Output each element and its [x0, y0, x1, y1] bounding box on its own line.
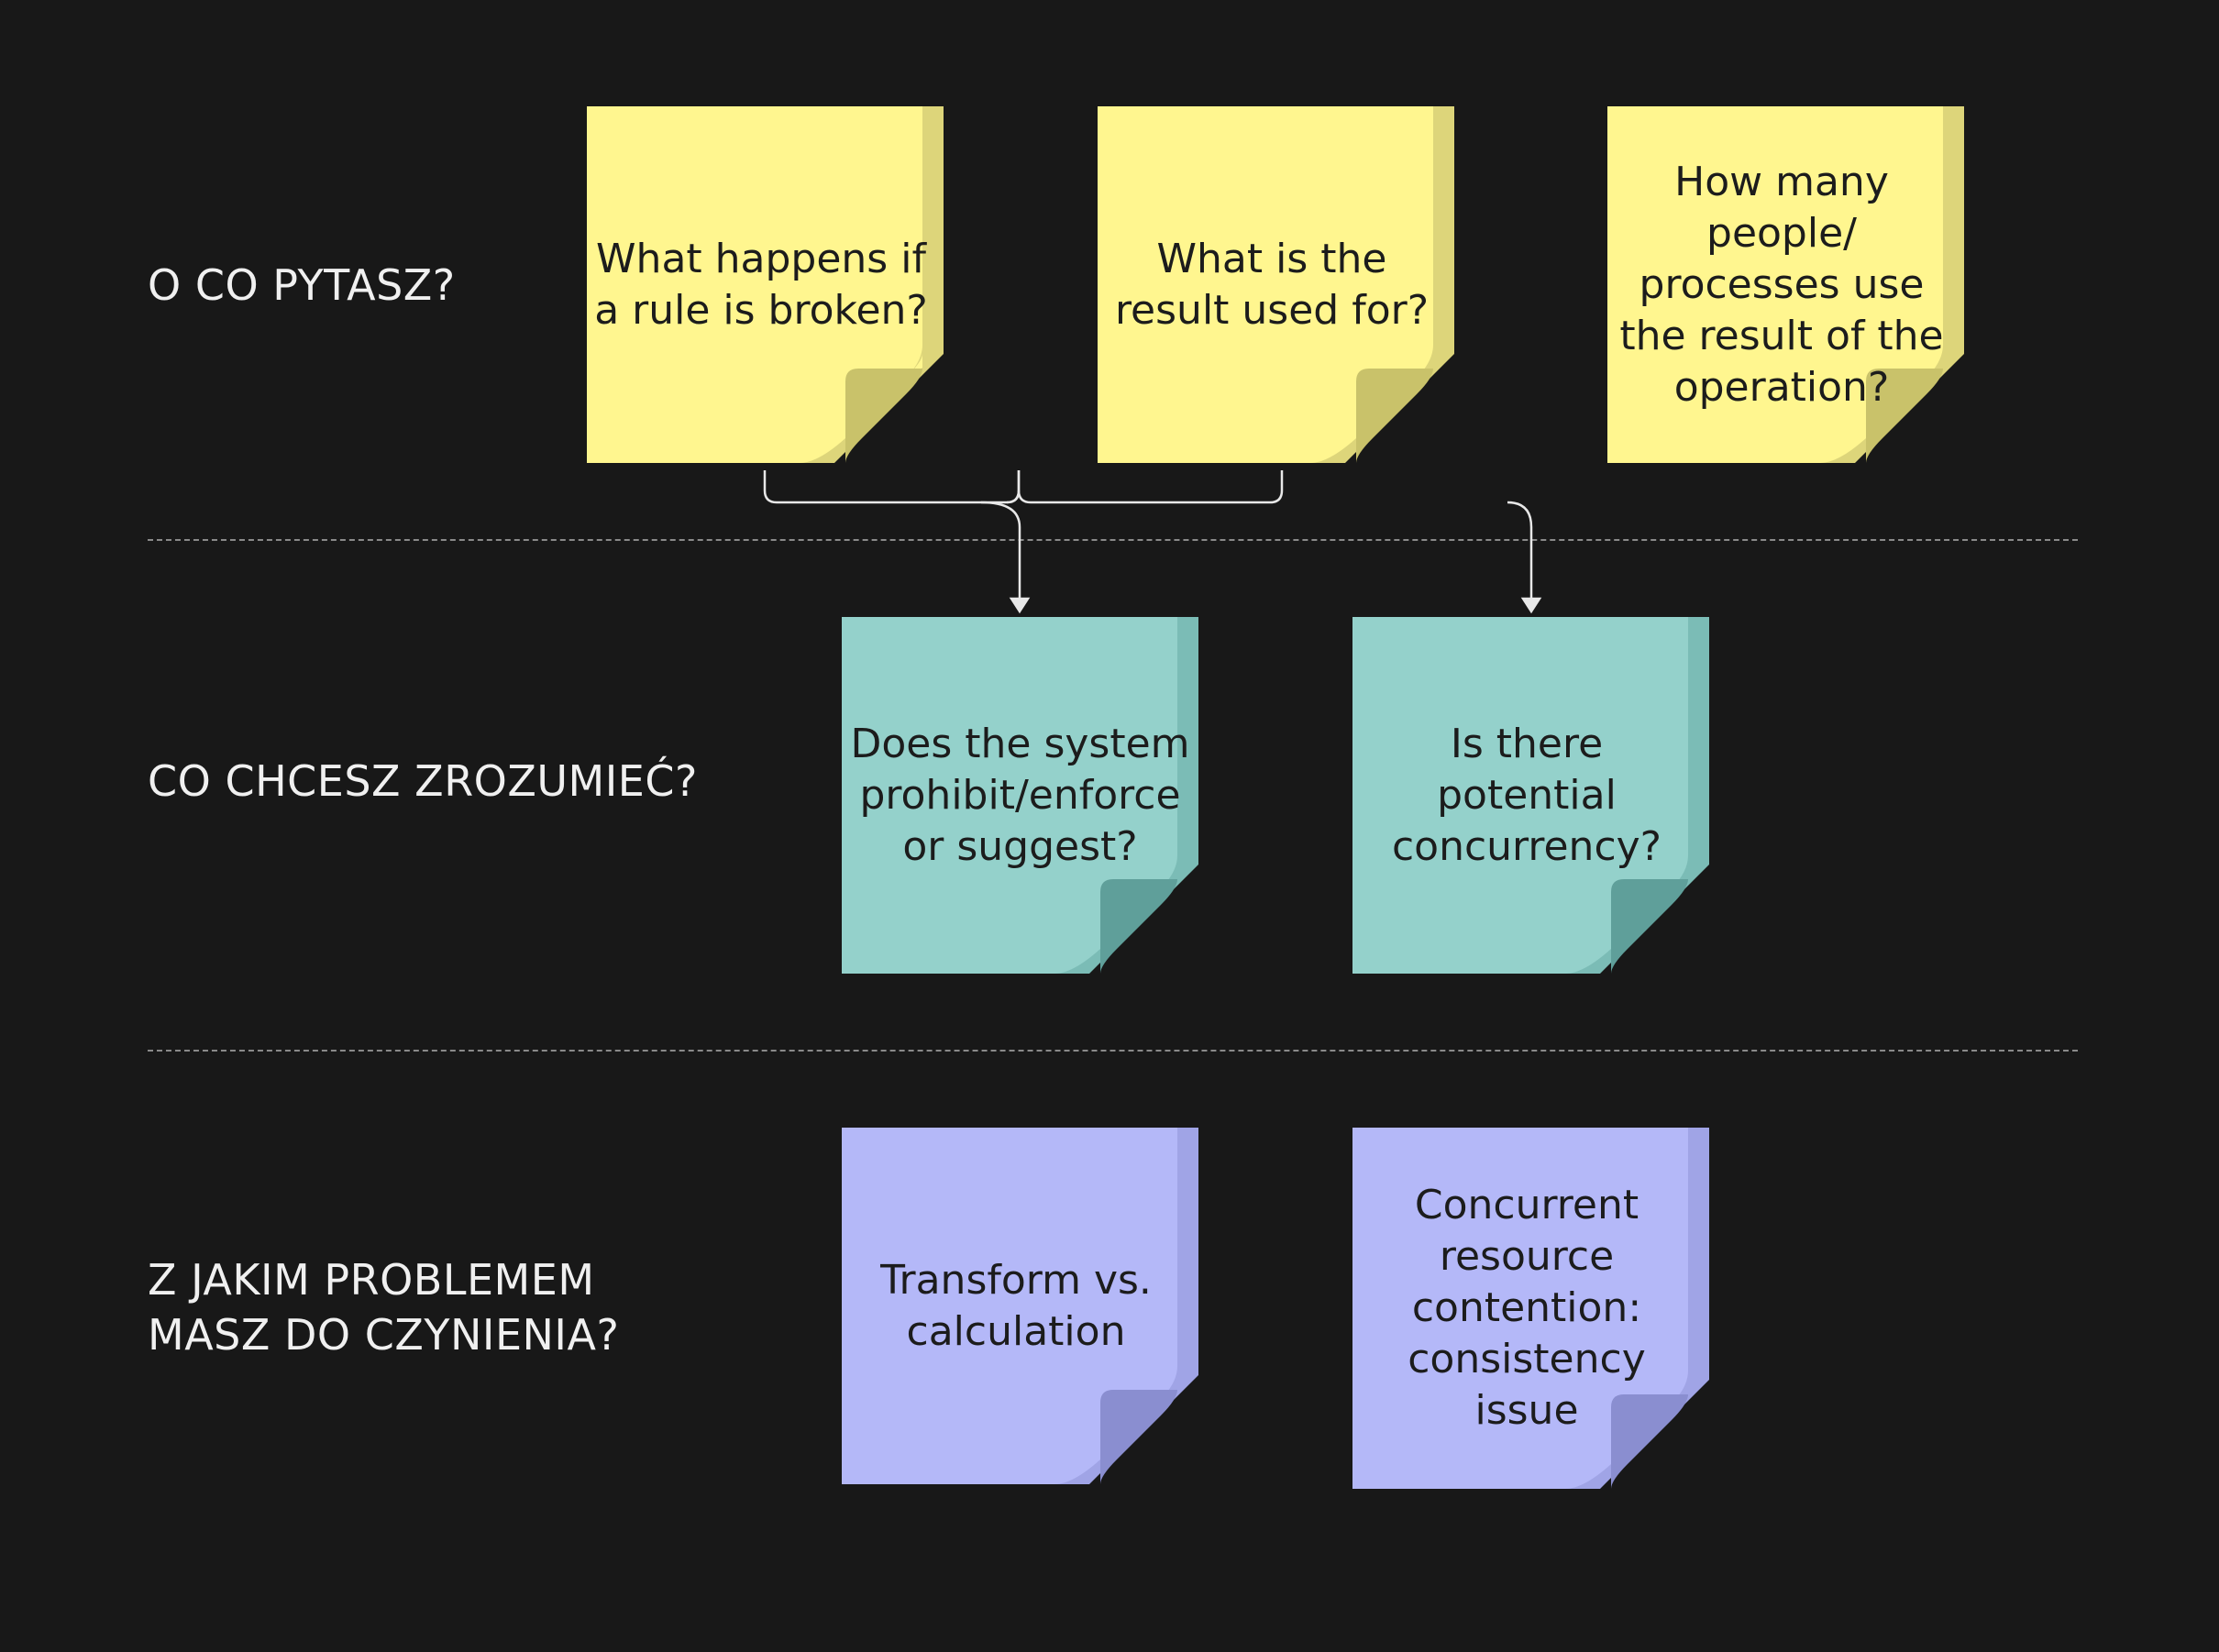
- sticky-note-enforce: Does the system prohibit/enforce or sugg…: [842, 617, 1198, 974]
- bracket-right: [1017, 470, 1284, 504]
- arrow-head-right: [1520, 597, 1542, 614]
- bracket-left: [763, 470, 1021, 504]
- sticky-note-contention: Concurrent resource contention: consiste…: [1352, 1128, 1709, 1489]
- sticky-note-text: Transform vs. calculation: [880, 1256, 1152, 1355]
- sticky-note-concurrency: Is there potential concurrency?: [1352, 617, 1709, 974]
- sticky-note-shape: [1352, 1128, 1709, 1489]
- sticky-note-text: Is there potential concurrency?: [1391, 720, 1662, 870]
- sticky-note-result-used: What is the result used for?: [1098, 106, 1454, 463]
- sticky-note-text: What happens if a rule is broken?: [594, 235, 928, 334]
- sticky-note-shape: [1352, 617, 1709, 974]
- sticky-note-text: What is the result used for?: [1114, 235, 1430, 334]
- arrow-head-left: [1009, 597, 1031, 614]
- row-label-understand: CO CHCESZ ZROZUMIEĆ?: [148, 756, 698, 806]
- branch-right: [1507, 501, 1533, 605]
- sticky-note-shape: [1098, 106, 1454, 463]
- sticky-note-how-many: How many people/ processes use the resul…: [1607, 106, 1964, 463]
- sticky-note-text: Concurrent resource contention: consiste…: [1408, 1182, 1646, 1434]
- sticky-note-shape: [842, 1128, 1198, 1484]
- connector-bracket: [763, 470, 1542, 614]
- row-label-question: O CO PYTASZ?: [148, 260, 456, 310]
- row-label-problem: Z JAKIM PROBLEMEM MASZ DO CZYNIENIA?: [148, 1255, 620, 1360]
- sticky-note-shape: [842, 617, 1198, 974]
- section-divider-bottom: [148, 1050, 2078, 1052]
- sticky-note-text: Does the system prohibit/enforce or sugg…: [850, 720, 1190, 870]
- sticky-note-rule-broken: What happens if a rule is broken?: [587, 106, 944, 463]
- branch-left: [980, 490, 1021, 605]
- sticky-note-text: How many people/ processes use the resul…: [1619, 158, 1944, 411]
- sticky-note-shape: [587, 106, 944, 463]
- sticky-note-transform: Transform vs. calculation: [842, 1128, 1198, 1484]
- section-divider-top: [148, 539, 2078, 541]
- sticky-note-shape: [1607, 106, 1964, 463]
